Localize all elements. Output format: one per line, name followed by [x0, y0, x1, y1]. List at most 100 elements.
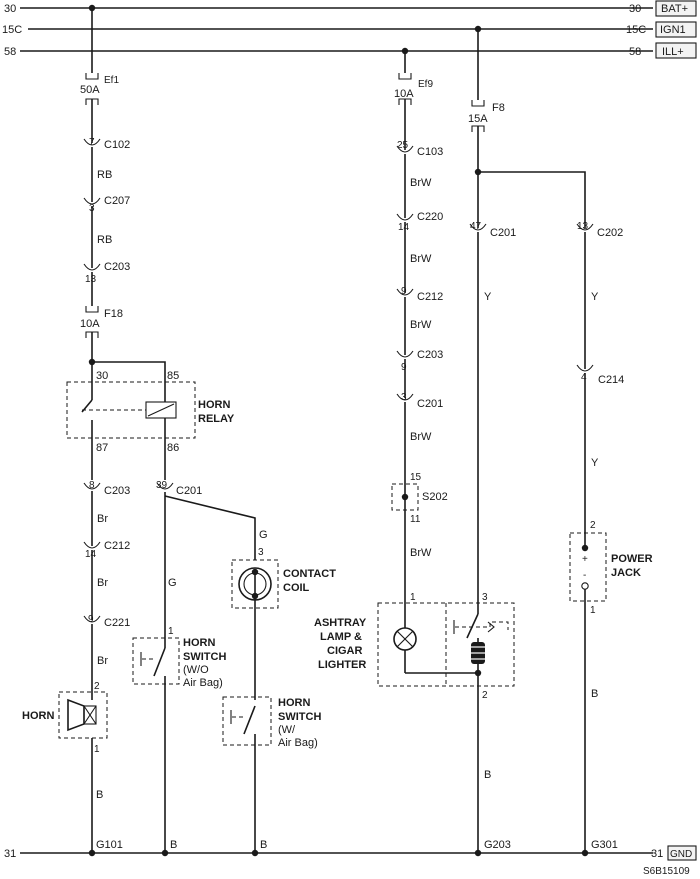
junction-dot: [88, 849, 96, 857]
contact-coil-box: [231, 559, 279, 609]
jack-line1: POWER: [611, 553, 653, 565]
diagram-id: S6B15109: [643, 866, 690, 877]
horn-box: [58, 691, 108, 739]
rail-bat: 30 30 BAT+: [4, 0, 697, 17]
horn-switch-airbag: HORN SWITCH (W/ Air Bag): [222, 696, 321, 853]
wire-br-1: Br: [97, 513, 108, 525]
lighter-line3: CIGAR: [327, 645, 363, 657]
c201-3-pin: 3: [401, 392, 407, 403]
rail-bat-tag: BAT+: [661, 3, 688, 15]
rail-ign-left-label: 15C: [2, 24, 22, 36]
switch-airbag-line1: HORN: [278, 697, 310, 709]
ground-g101: G101: [96, 839, 123, 851]
fuse-ef1-rating: 50A: [80, 84, 100, 96]
fuse-f18: F18 10A: [80, 306, 123, 338]
lighter-pin-lamp: 1: [410, 592, 416, 603]
switch-airbag-line3: (W/: [278, 724, 296, 736]
switch-contact-icon: [243, 705, 256, 735]
rail-ign-tag: IGN1: [660, 24, 686, 36]
wire-br-2: Br: [97, 577, 108, 589]
power-branch: 13 C202 Y 4 C214 Y 2 + - POWER JACK 1 B …: [569, 221, 653, 857]
ashtray-branch: Ef9 10A 25 C103 BrW 14 C220 BrW 9 C212 B…: [314, 47, 515, 701]
c212-9-name: C212: [417, 291, 443, 303]
ashtray-lighter-box: [377, 602, 515, 687]
switch-no-airbag-line1: HORN: [183, 637, 215, 649]
connector-c221: [83, 615, 101, 623]
power-jack-box: [569, 532, 607, 602]
fuse-ef9-rating: 10A: [394, 88, 414, 100]
rail-ign: 15C 15C IGN1: [2, 21, 697, 38]
wire-g-2: G: [259, 529, 268, 541]
horn-pin-bottom: 1: [94, 744, 100, 755]
rail-gnd-tag: GND: [670, 849, 692, 860]
rail-ign-tag-box: [655, 21, 697, 38]
switch-contact-icon: [466, 613, 479, 639]
c220-pin: 14: [398, 222, 410, 233]
rail-ill-right-label: 58: [629, 46, 641, 58]
wire-b-2: B: [260, 839, 267, 851]
horn-label: HORN: [22, 710, 54, 722]
relay-pin-86: 86: [167, 442, 179, 454]
c201-39-name: C201: [176, 485, 202, 497]
rail-ill-tag: ILL+: [662, 46, 684, 58]
fuse-f8-name: F8: [492, 102, 505, 114]
rail-bat-tag-box: [655, 0, 697, 17]
switch-airbag-line4: Air Bag): [278, 737, 318, 749]
c203-9-pin: 9: [401, 362, 407, 373]
connector-c212-9: [396, 288, 414, 296]
connector-c201-3: [396, 393, 414, 401]
wire-g-1: G: [168, 577, 177, 589]
connector-c214: [576, 364, 594, 372]
switch-no-airbag-line3: (W/O: [183, 664, 209, 676]
ashtray-lighter: 1 3 ASHTRAY LAMP & CIGAR LIGHTER 2: [314, 592, 515, 701]
horn-icon: [67, 698, 85, 732]
connector-c102: [83, 138, 101, 146]
relay-pin-85: 85: [167, 370, 179, 382]
switch-no-airbag-pin: 1: [168, 626, 174, 637]
wire-y-2: Y: [591, 457, 599, 469]
wire-rb-2: RB: [97, 234, 112, 246]
c214-name: C214: [598, 374, 624, 386]
c214-pin: 4: [581, 372, 587, 383]
s202-pin-bottom: 11: [410, 514, 421, 525]
contact-coil-line1: CONTACT: [283, 568, 336, 580]
fuse-ef9: Ef9 10A: [394, 73, 433, 105]
connector-c203-b: [83, 482, 101, 490]
wire-brw-4: BrW: [410, 431, 432, 443]
jack-plus: +: [582, 554, 588, 565]
splice-s202: 15 S202 11: [391, 472, 448, 525]
wire-brw-1: BrW: [410, 177, 432, 189]
switch-airbag-line2: SWITCH: [278, 711, 321, 723]
wire-y: Y: [484, 291, 492, 303]
rail-ign-right-label: 15C: [626, 24, 646, 36]
c202-pin: 13: [577, 221, 589, 232]
horn: 2 HORN 1: [22, 681, 108, 755]
c221-name: C221: [104, 617, 130, 629]
c201-39-pin: 39: [156, 480, 168, 491]
ground-g203: G203: [484, 839, 511, 851]
c221-pin: 9: [88, 614, 94, 625]
c203-a-pin: 13: [85, 274, 97, 285]
fuse-ef1: Ef1 50A: [80, 73, 119, 105]
relay-pin-30: 30: [96, 370, 108, 382]
switch-contact-icon: [153, 647, 166, 677]
rail-ill: 58 58 ILL+: [4, 42, 697, 59]
wire-brw-5: BrW: [410, 547, 432, 559]
c203-b-pin: 8: [89, 480, 95, 491]
wire-y-1: Y: [591, 291, 599, 303]
c212-9-pin: 9: [401, 286, 407, 297]
switch-no-airbag-line2: SWITCH: [183, 651, 226, 663]
connector-c203-9: [396, 350, 414, 358]
ground-g301: G301: [591, 839, 618, 851]
relay-title-2: RELAY: [198, 413, 235, 425]
rail-gnd-right-label: 31: [651, 848, 663, 860]
connector-c203-a: [83, 263, 101, 271]
lighter-line4: LIGHTER: [318, 659, 366, 671]
power-jack: 2 + - POWER JACK 1: [569, 520, 653, 616]
wire-b: B: [96, 789, 103, 801]
lighter-line2: LAMP &: [320, 631, 362, 643]
connector-c103: [396, 145, 414, 153]
c202-name: C202: [597, 227, 623, 239]
wire-b: B: [484, 769, 491, 781]
